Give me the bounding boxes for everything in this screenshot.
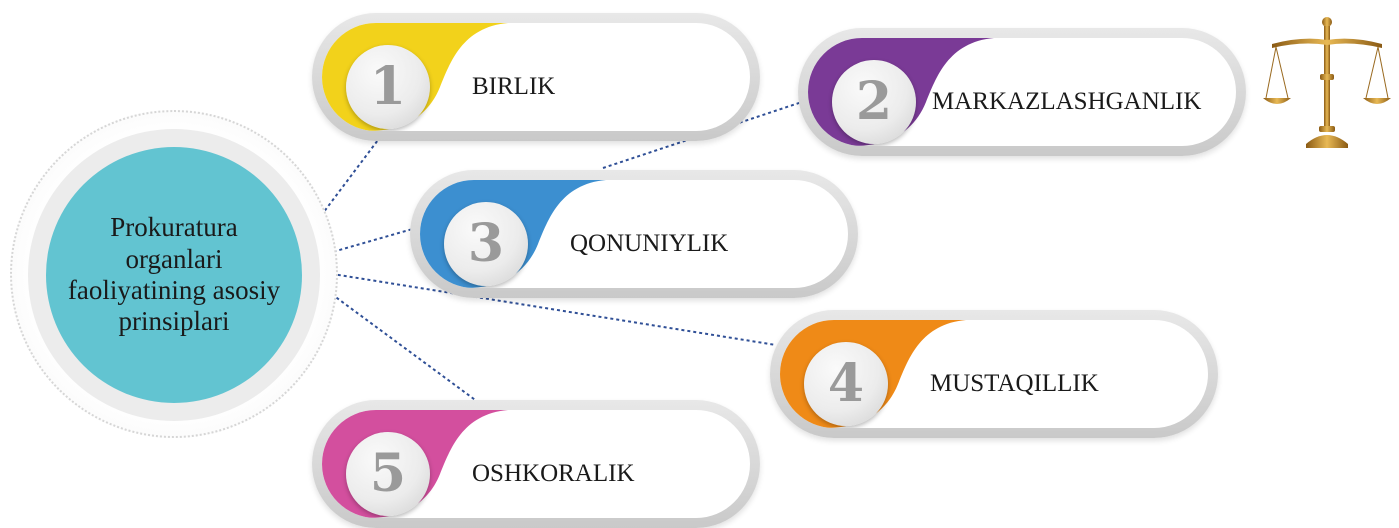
- number-text: 5: [369, 443, 407, 504]
- principle-label: MARKAZLASHGANLIK: [932, 88, 1202, 115]
- number-text: 3: [467, 213, 505, 274]
- principle-card: 4 MUSTAQILLIK: [780, 320, 1208, 428]
- principle-label: OSHKORALIK: [472, 460, 635, 487]
- principle-mustaqillik: 4 MUSTAQILLIK: [770, 310, 1218, 438]
- number-text: 2: [855, 71, 893, 132]
- number-badge: 5: [346, 432, 430, 516]
- principle-birlik: 1 BIRLIK: [312, 13, 760, 141]
- principle-qonuniylik: 3 QONUNIYLIK: [410, 170, 858, 298]
- number-text: 4: [827, 353, 865, 414]
- principle-oshkoralik: 5 OSHKORALIK: [312, 400, 760, 528]
- number-badge: 2: [832, 60, 916, 144]
- number-text: 1: [369, 56, 407, 117]
- principle-label: QONUNIYLIK: [570, 230, 729, 257]
- principle-card: 5 OSHKORALIK: [322, 410, 750, 518]
- scales-of-justice-icon: [1263, 17, 1391, 148]
- center-node: Prokuratura organlari faoliyatining asos…: [46, 147, 302, 403]
- principle-card: 2 MARKAZLASHGANLIK: [808, 38, 1236, 146]
- connector-5: [321, 286, 479, 403]
- principle-label: BIRLIK: [472, 73, 556, 100]
- number-badge: 4: [804, 342, 888, 426]
- principle-label: MUSTAQILLIK: [930, 370, 1099, 397]
- center-title: Prokuratura organlari faoliyatining asos…: [67, 212, 281, 337]
- number-badge: 1: [346, 45, 430, 129]
- principle-markazlashganlik: 2 MARKAZLASHGANLIK: [798, 28, 1246, 156]
- principle-card: 3 QONUNIYLIK: [420, 180, 848, 288]
- principle-card: 1 BIRLIK: [322, 23, 750, 131]
- number-badge: 3: [444, 202, 528, 286]
